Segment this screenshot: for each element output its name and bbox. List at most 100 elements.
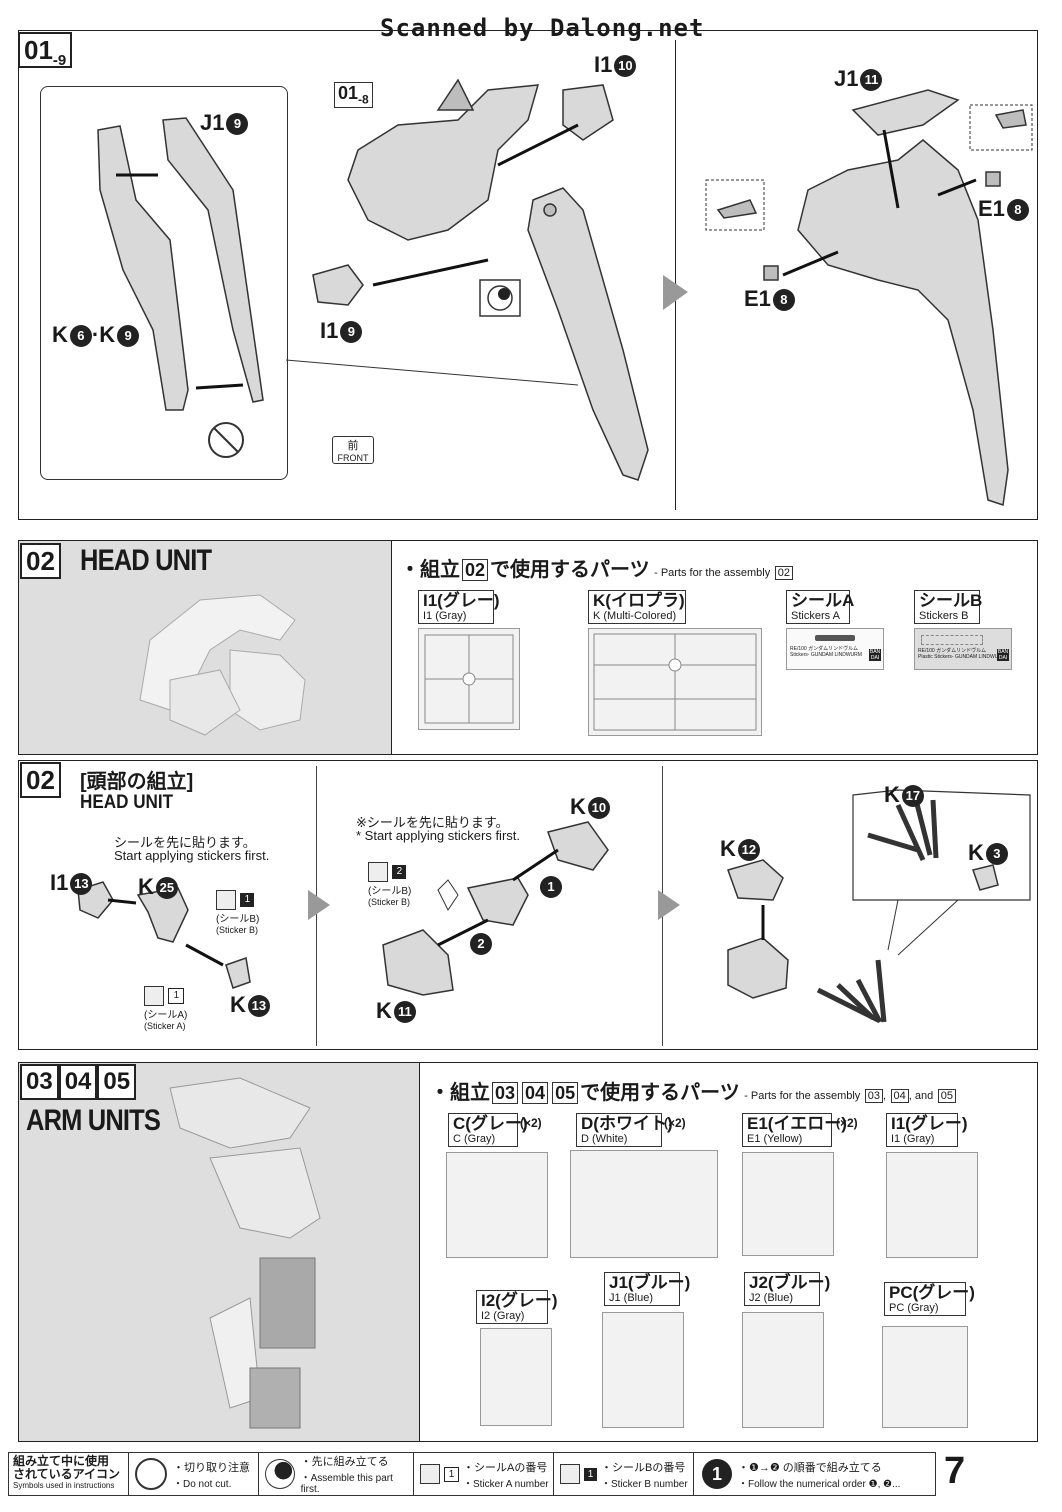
part-number: 12 — [737, 839, 760, 862]
sticker-note-2-en: * Start applying stickers first. — [356, 828, 520, 843]
part-code: K — [884, 782, 900, 807]
footer-legend: 組み立て中に使用 されているアイコン Symbols used in instr… — [8, 1452, 936, 1496]
part-jp-label: PC(グレー) — [889, 1283, 975, 1302]
sticker-sheet-b: RE/100 ガンダムリンドヴルム Plastic Stickers- GUND… — [914, 628, 1012, 670]
part-code: J1 — [834, 66, 859, 91]
part-number: 13 — [70, 873, 93, 896]
sticker-a-jp: (シールA) — [144, 1010, 188, 1021]
runner-k — [588, 628, 762, 736]
sticker-b-en: (Sticker B) — [216, 925, 259, 935]
legend-title-jp1: 組み立て中に使用 — [13, 1454, 110, 1468]
part-en-label: PC (Gray) — [889, 1302, 939, 1314]
sticker-b-title: RE/100 ガンダムリンドヴルム — [918, 648, 986, 654]
heading-prefix: ・組立 — [400, 559, 460, 581]
sticker-b-callout-1: 1 (シールB) (Sticker B) — [216, 890, 259, 935]
page-number: 7 — [944, 1450, 966, 1492]
heading-prefix: ・組立 — [430, 1082, 490, 1104]
heading-step: 03 — [492, 1082, 519, 1104]
part-code: J1 — [200, 110, 225, 135]
front-indicator: 前 FRONT — [332, 436, 374, 464]
part-en-label: J1 (Blue) — [609, 1292, 654, 1304]
sticker-b-subtitle: Plastic Stickers- GUNDAM LINDWURM — [918, 654, 1007, 660]
sticker-a-en: (Sticker A) — [144, 1021, 186, 1031]
runner-i2 — [480, 1328, 552, 1426]
header-divider — [419, 1063, 420, 1441]
legend-jp: ・シールBの番号 — [601, 1461, 686, 1474]
part-en-label: I1 (Gray) — [423, 610, 467, 622]
sticker-note-1-en: Start applying stickers first. — [114, 848, 270, 863]
part-k-multi: K(イロプラ) K (Multi-Colored) — [588, 590, 686, 624]
part-d-multiplier: (×2) — [664, 1116, 686, 1130]
order-number-icon: 1 — [702, 1459, 732, 1489]
part-en-label: I2 (Gray) — [481, 1310, 525, 1322]
part-number: 6 — [69, 325, 92, 348]
part-jp-label: D(ホワイト) — [581, 1114, 673, 1133]
step-03-badge: 03 — [20, 1064, 59, 1100]
sticker-b-number: 1 — [584, 1467, 597, 1481]
sticker-note-1-jp: シールを先に貼ります。 — [114, 835, 256, 850]
part-en-label: D (White) — [581, 1133, 628, 1145]
heading-en: - Parts for the assembly — [654, 567, 771, 579]
sticker-b-number: 2 — [392, 865, 407, 879]
part-en-label: J2 (Blue) — [749, 1292, 794, 1304]
part-number: 10 — [587, 797, 610, 820]
part-number: 13 — [247, 995, 270, 1018]
sticker-icon — [420, 1464, 440, 1484]
part-en-label: C (Gray) — [453, 1133, 496, 1145]
part-i2-gray: I2(グレー) I2 (Gray) — [476, 1290, 558, 1324]
part-e1-yellow: E1(イエロー) E1 (Yellow) — [742, 1113, 847, 1147]
sticker-b-number: 1 — [240, 893, 255, 907]
part-jp-label: I1(グレー) — [891, 1114, 968, 1133]
header-divider — [391, 541, 392, 754]
part-number: 9 — [340, 321, 363, 344]
step-05-badge: 05 — [97, 1064, 137, 1100]
legend-sticker-b: 1 ・シールBの番号・Sticker B number — [554, 1453, 694, 1495]
arm-units-title: ARM UNITS — [26, 1104, 161, 1137]
legend-order: 1 ・❶→❷ の順番で組み立てる・Follow the numerical or… — [694, 1459, 935, 1490]
part-code: K — [968, 840, 984, 865]
legend-jp: ・❶→❷ の順番で組み立てる — [738, 1461, 882, 1474]
part-jp-label: I2(グレー) — [481, 1291, 558, 1310]
legend-title: 組み立て中に使用 されているアイコン Symbols used in instr… — [9, 1453, 129, 1495]
runner-i1 — [886, 1152, 978, 1258]
legend-assemble-first: ・先に組み立てる・Assemble this part first. — [259, 1453, 414, 1495]
part-number: 25 — [155, 877, 178, 900]
sticker-a-callout: 1 (シールA) (Sticker A) — [144, 986, 187, 1031]
legend-en: ・Sticker B number — [601, 1478, 688, 1490]
part-number: 11 — [860, 69, 883, 92]
runner-j1 — [602, 1312, 684, 1428]
part-number: 9 — [117, 325, 140, 348]
part-jp-label: シールB — [919, 591, 983, 610]
part-d-white: D(ホワイト) D (White) — [576, 1113, 673, 1147]
step-sub-number: -9 — [52, 52, 67, 70]
step-number: 01 — [24, 35, 53, 65]
part-sticker-a: シールA Stickers A — [786, 590, 854, 624]
heading-en-step: 04 — [890, 1089, 909, 1103]
head-unit-title-en: HEAD UNIT — [80, 792, 174, 813]
part-jp-label: I1(グレー) — [423, 591, 500, 610]
runner-pc — [882, 1326, 968, 1428]
head-unit-step-panel — [18, 760, 1038, 1050]
legend-title-en: Symbols used in instructions — [13, 1481, 115, 1490]
sticker-a-title: RE/100 ガンダムリンドヴルム — [790, 646, 858, 652]
heading-step: 04 — [522, 1082, 549, 1104]
do-not-cut-icon — [135, 1458, 167, 1490]
heading-suffix: で使用するパーツ — [490, 559, 650, 581]
sticker-sheet-a: RE/100 ガンダムリンドヴルム Stickers- GUNDAM LINDW… — [786, 628, 884, 670]
part-code: K — [230, 992, 246, 1017]
sticker-b-callout-2: 2 (シールB) (Sticker B) — [368, 862, 411, 907]
front-jp: 前 — [347, 440, 359, 452]
step-divider — [675, 40, 676, 510]
head-unit-title: HEAD UNIT — [80, 544, 212, 577]
order-marker-2: 2 — [477, 936, 485, 951]
